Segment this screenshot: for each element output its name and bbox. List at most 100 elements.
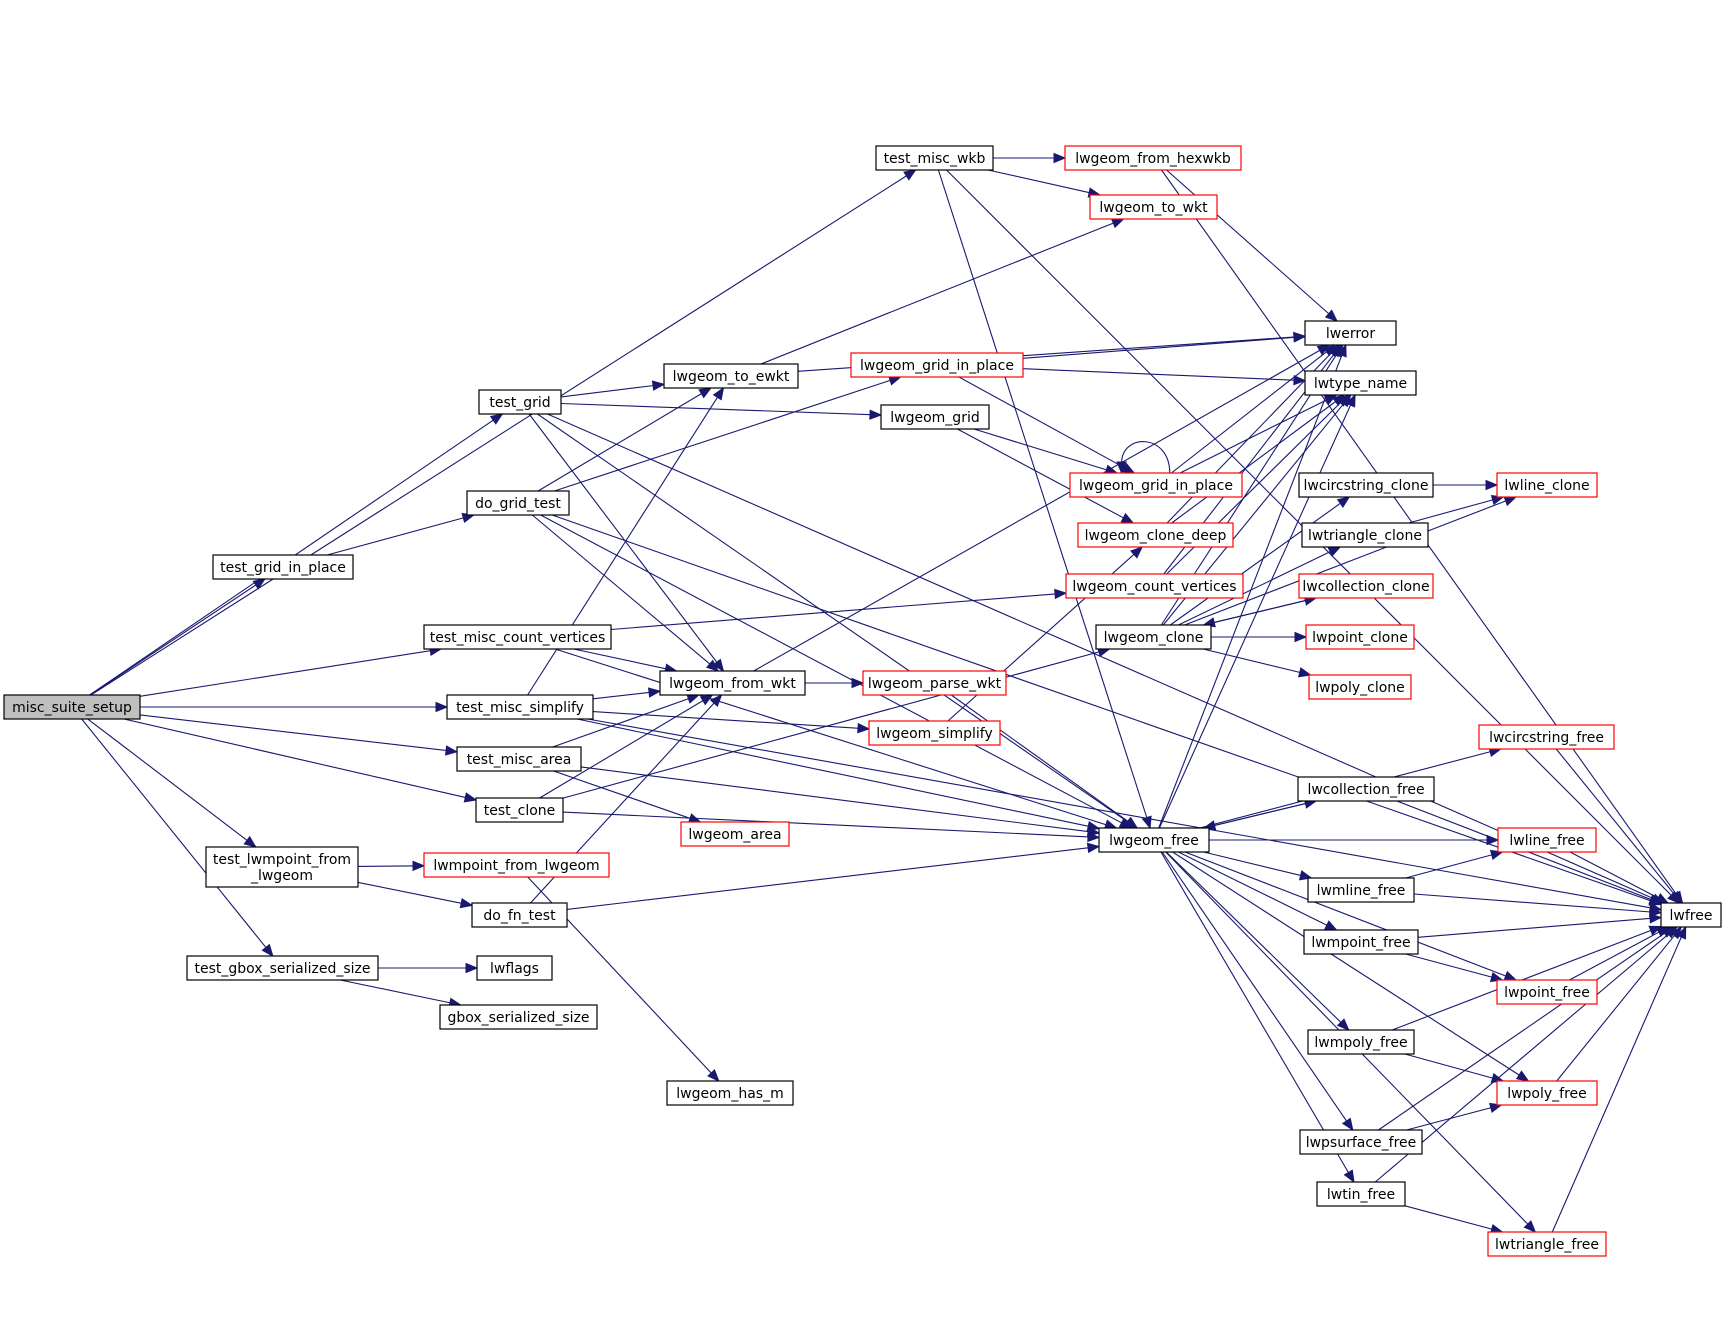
edge-misc_suite_setup-to-test_misc_area — [139, 714, 459, 756]
edge-lwgeom_from_wkt-to-lwerror — [753, 344, 1331, 672]
node-lwcircstring_clone[interactable]: lwcircstring_clone — [1298, 472, 1434, 498]
node-test_misc_simplify[interactable]: test_misc_simplify — [446, 694, 594, 720]
arrowhead-icon — [445, 745, 459, 756]
node-misc_suite_setup[interactable]: misc_suite_setup — [3, 694, 141, 720]
node-box — [1305, 624, 1415, 650]
edge-test_misc_simplify-to-lwgeom_free — [577, 718, 1101, 832]
edge-misc_suite_setup-to-test_misc_count_vertices — [139, 645, 443, 697]
node-lwgeom_clone_deep[interactable]: lwgeom_clone_deep — [1077, 522, 1234, 548]
arrowhead-icon — [1343, 1169, 1355, 1184]
node-box — [663, 363, 799, 389]
node-lwcollection_free[interactable]: lwcollection_free — [1297, 776, 1435, 802]
edge-do_grid_test-to-lwgeom_grid_in_place_a — [554, 375, 902, 492]
node-lwtin_free[interactable]: lwtin_free — [1316, 1181, 1406, 1207]
node-do_fn_test[interactable]: do_fn_test — [471, 902, 568, 928]
node-lwgeom_count_vertices[interactable]: lwgeom_count_vertices — [1065, 573, 1244, 599]
node-lwgeom_parse_wkt[interactable]: lwgeom_parse_wkt — [862, 670, 1007, 696]
node-lwpoly_free[interactable]: lwpoly_free — [1496, 1080, 1598, 1106]
node-test_misc_area[interactable]: test_misc_area — [456, 746, 582, 772]
arrowhead-icon — [1293, 374, 1307, 386]
edge-lwmline_free-to-lwline_free — [1405, 849, 1504, 879]
node-lwmpoint_from_lwgeom[interactable]: lwmpoint_from_lwgeom — [423, 852, 610, 878]
node-lwmpoint_free[interactable]: lwmpoint_free — [1303, 929, 1419, 955]
edge-line — [1213, 597, 1317, 624]
node-box — [439, 1004, 598, 1030]
arrowhead-icon — [1515, 1070, 1530, 1082]
node-label: lwgeom_simplify — [876, 726, 993, 742]
node-label: gbox_serialized_size — [447, 1010, 589, 1026]
node-test_clone[interactable]: test_clone — [475, 797, 564, 823]
edge-lwmpoly_free-to-lwfree — [1392, 925, 1663, 1031]
node-test_misc_wkb[interactable]: test_misc_wkb — [875, 145, 994, 171]
edge-line — [552, 514, 1652, 902]
node-lwgeom_has_m[interactable]: lwgeom_has_m — [666, 1080, 794, 1106]
edge-line — [357, 865, 415, 867]
arrowhead-icon — [1669, 890, 1683, 905]
node-lwmpoly_free[interactable]: lwmpoly_free — [1307, 1029, 1415, 1055]
node-lwtriangle_free[interactable]: lwtriangle_free — [1487, 1231, 1607, 1257]
node-lwgeom_grid_in_place_b[interactable]: lwgeom_grid_in_place — [1069, 472, 1243, 498]
edge-lwpsurface_free-to-lwpoly_free — [1406, 1102, 1503, 1131]
edge-line — [1408, 499, 1494, 524]
node-do_grid_test[interactable]: do_grid_test — [466, 490, 570, 516]
node-test_misc_count_vertices[interactable]: test_misc_count_vertices — [423, 624, 612, 650]
edge-line — [1203, 851, 1302, 877]
edge-test_misc_count_vertices-to-lwgeom_from_wkt — [573, 648, 678, 674]
node-lwfree[interactable]: lwfree — [1660, 902, 1722, 928]
node-lwgeom_area[interactable]: lwgeom_area — [680, 821, 790, 847]
node-lwgeom_grid[interactable]: lwgeom_grid — [880, 404, 990, 430]
node-lwgeom_to_ewkt[interactable]: lwgeom_to_ewkt — [663, 363, 799, 389]
node-label: test_grid_in_place — [220, 560, 346, 576]
node-lwcollection_clone[interactable]: lwcollection_clone — [1298, 573, 1434, 599]
node-lwline_free[interactable]: lwline_free — [1497, 827, 1597, 853]
node-label: lwmpoly_free — [1314, 1035, 1407, 1051]
node-lwgeom_simplify[interactable]: lwgeom_simplify — [868, 720, 1001, 746]
node-lwgeom_grid_in_place_a[interactable]: lwgeom_grid_in_place — [850, 352, 1024, 378]
edge-line — [1178, 550, 1332, 626]
node-test_gbox_serialized_size[interactable]: test_gbox_serialized_size — [186, 955, 379, 981]
node-box — [880, 404, 990, 430]
node-label: lwfree — [1670, 908, 1713, 924]
node-lwtriangle_clone[interactable]: lwtriangle_clone — [1301, 522, 1429, 548]
edge-line — [753, 349, 1321, 672]
edge-line — [1404, 1205, 1493, 1230]
edge-line — [1022, 336, 1296, 359]
node-label: test_grid — [489, 395, 550, 411]
node-box — [1304, 320, 1397, 346]
node-lwgeom_to_wkt[interactable]: lwgeom_to_wkt — [1089, 194, 1218, 220]
node-lwpoly_clone[interactable]: lwpoly_clone — [1308, 674, 1412, 700]
edge-test_grid-to-lwgeom_free — [537, 413, 1138, 829]
node-test_grid[interactable]: test_grid — [478, 389, 562, 415]
node-lwgeom_from_hexwkb[interactable]: lwgeom_from_hexwkb — [1064, 145, 1242, 171]
node-lwflags[interactable]: lwflags — [476, 955, 553, 981]
nodes-layer: misc_suite_setup test_misc_wkb lwgeom_from… — [3, 145, 1722, 1257]
node-box — [1303, 929, 1419, 955]
edge-lwgeom_to_ewkt-to-lwgeom_to_wkt — [760, 218, 1125, 365]
arrowhead-icon — [857, 722, 871, 734]
arrowhead-icon — [459, 897, 474, 909]
node-lwtype_name[interactable]: lwtype_name — [1304, 370, 1417, 396]
node-lwpoint_clone[interactable]: lwpoint_clone — [1305, 624, 1415, 650]
node-lwmline_free[interactable]: lwmline_free — [1307, 877, 1415, 903]
node-lwpsurface_free[interactable]: lwpsurface_free — [1299, 1129, 1423, 1155]
node-box — [3, 694, 141, 720]
edge-misc_suite_setup-to-test_lwmpoint_from_lwgeom — [87, 718, 257, 848]
edge-line — [573, 648, 667, 670]
node-lwgeom_free[interactable]: lwgeom_free — [1098, 827, 1210, 853]
node-lwerror[interactable]: lwerror — [1304, 320, 1397, 346]
node-box — [1301, 522, 1429, 548]
node-box — [1077, 522, 1234, 548]
node-box — [1299, 1129, 1423, 1155]
node-gbox_serialized_size[interactable]: gbox_serialized_size — [439, 1004, 598, 1030]
node-lwgeom_clone[interactable]: lwgeom_clone — [1095, 624, 1212, 650]
node-test_grid_in_place[interactable]: test_grid_in_place — [212, 554, 354, 580]
edge-lwgeom_from_wkt-to-lwgeom_parse_wkt — [805, 677, 865, 689]
node-lwpoint_free[interactable]: lwpoint_free — [1496, 979, 1598, 1005]
node-box — [868, 720, 1001, 746]
node-lwline_clone[interactable]: lwline_clone — [1496, 472, 1598, 498]
node-lwcircstring_free[interactable]: lwcircstring_free — [1478, 724, 1615, 750]
node-test_lwmpoint_from_lwgeom[interactable]: test_lwmpoint_from_lwgeom — [205, 846, 359, 888]
edge-misc_suite_setup-to-test_misc_simplify — [140, 701, 449, 713]
node-box — [1304, 370, 1417, 396]
node-lwgeom_from_wkt[interactable]: lwgeom_from_wkt — [659, 670, 806, 696]
